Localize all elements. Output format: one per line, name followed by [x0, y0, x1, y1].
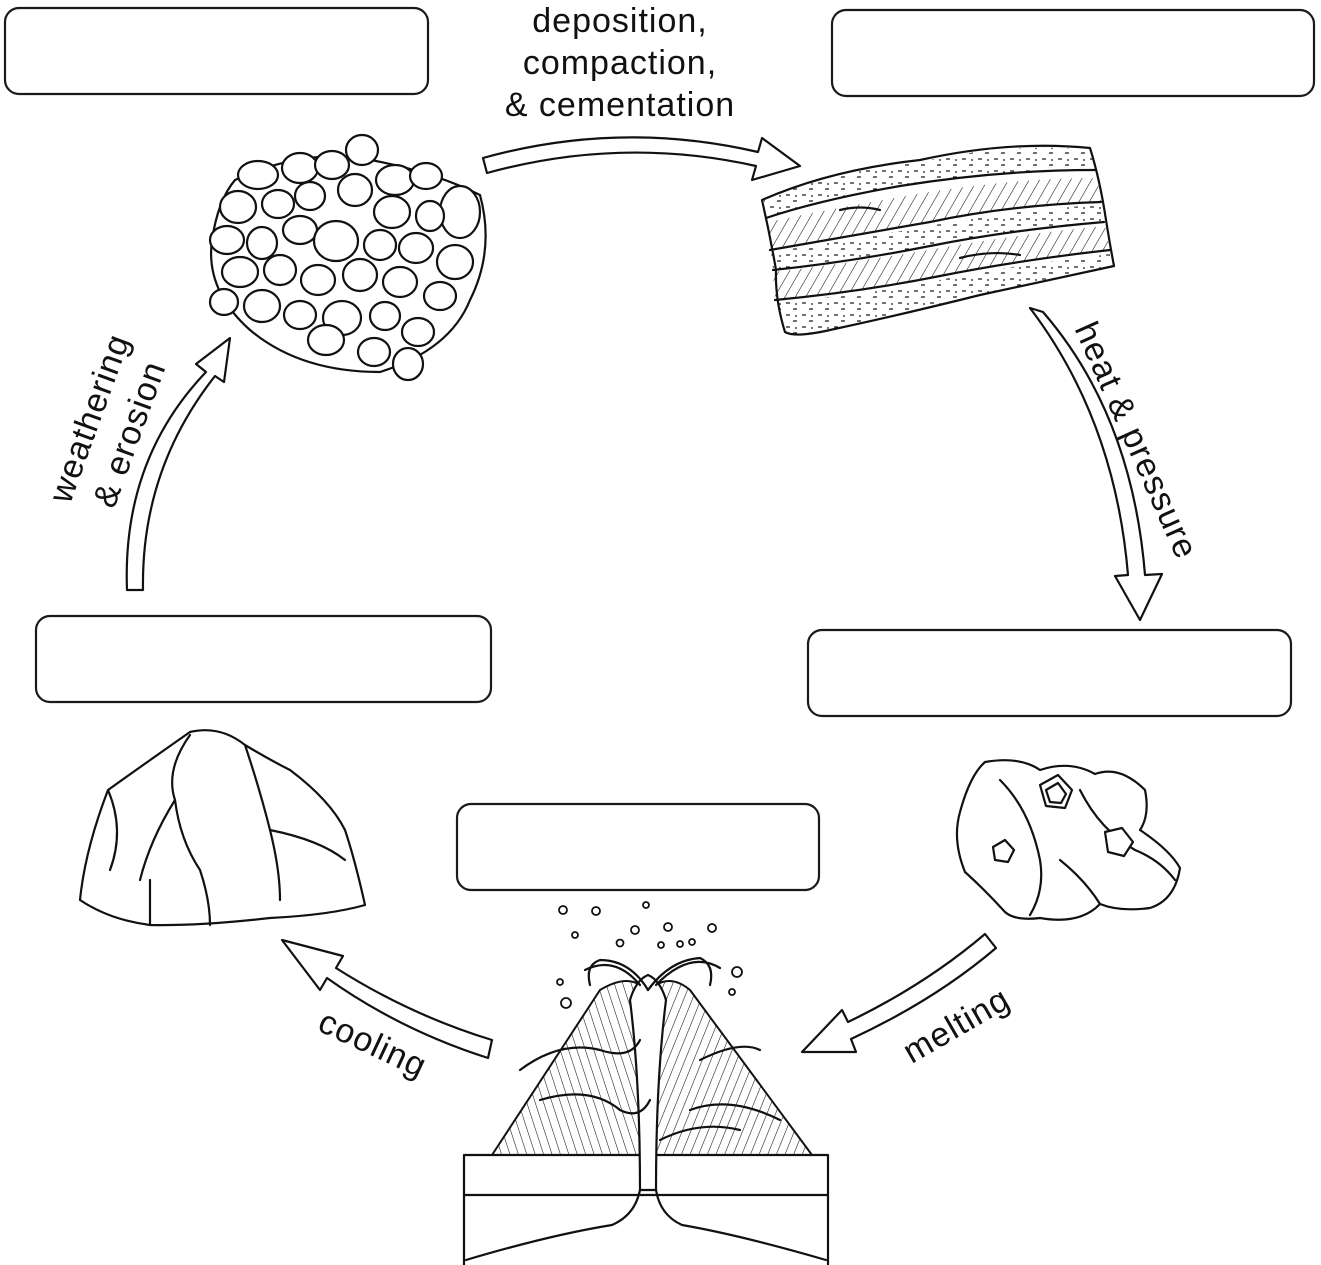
deposition-label-line3: & cementation [505, 86, 735, 124]
label-box-center-bottom[interactable] [455, 802, 821, 892]
label-box-middle-left[interactable] [34, 614, 493, 704]
deposition-arrow [481, 136, 802, 182]
deposition-label: deposition, compaction, & cementation [505, 2, 735, 124]
sediment-illustration [208, 133, 487, 382]
label-box-middle-right[interactable] [806, 628, 1293, 718]
sedimentary-rock-illustration [760, 144, 1116, 336]
weathering-arrow [125, 336, 232, 592]
volcano-illustration [462, 901, 830, 1265]
cooling-arrow [280, 938, 494, 1060]
igneous-rock-illustration [78, 729, 367, 927]
metamorphic-rock-illustration [955, 759, 1182, 921]
label-box-top-right[interactable] [830, 8, 1316, 98]
deposition-label-line2: compaction, [523, 44, 717, 82]
heat-pressure-arrow [1028, 306, 1164, 622]
deposition-label-line1: deposition, [532, 2, 707, 40]
melting-arrow [800, 932, 998, 1054]
label-box-top-left[interactable] [3, 6, 430, 96]
